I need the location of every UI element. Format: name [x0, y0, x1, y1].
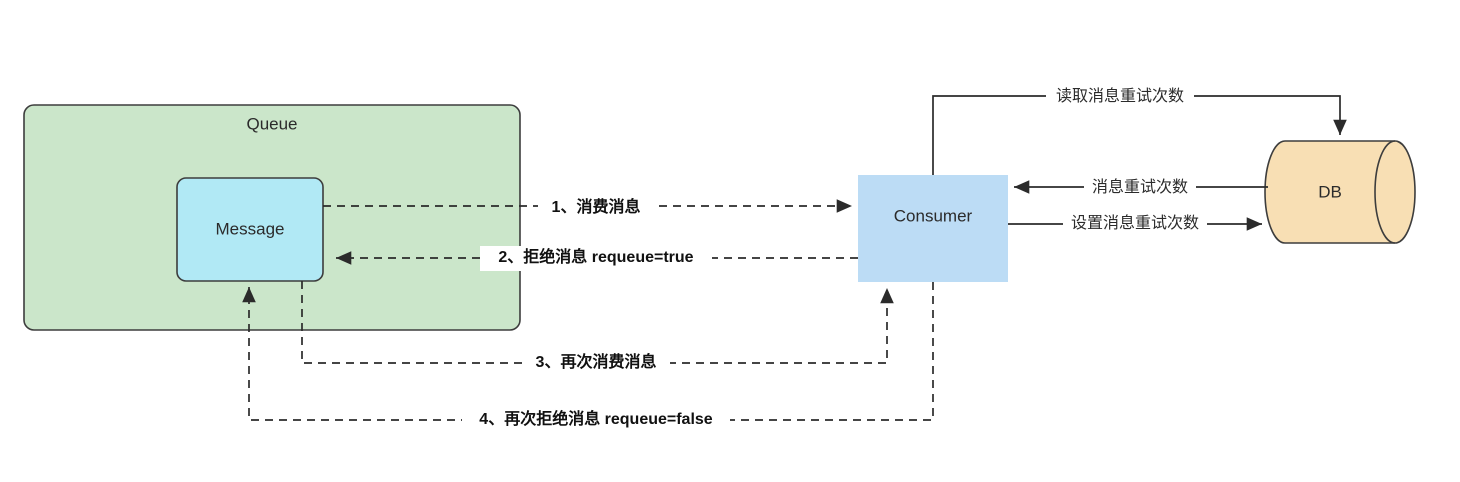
consumer-label: Consumer: [894, 206, 973, 225]
message-box[interactable]: [176, 177, 324, 282]
edge-reject-requeue-true-label: 2、拒绝消息 requeue=true: [498, 247, 693, 266]
message-label: Message: [216, 219, 285, 238]
edge-reject-requeue-false-label-bg: [462, 408, 730, 433]
node-consumer[interactable]: Consumer: [858, 175, 1008, 282]
edge-set-retry-count-label: 设置消息重试次数: [1071, 214, 1199, 232]
edge-reject-requeue-false-label: 4、再次拒绝消息 requeue=false: [479, 409, 713, 428]
db-cylinder-cap: [1374, 140, 1396, 244]
edge-consume-message-again-label: 3、再次消费消息: [536, 352, 657, 371]
edge-consume-message-again-line: [301, 281, 894, 364]
edge-read-retry-count[interactable]: 读取消息重试次数: [932, 85, 1347, 175]
edge-set-retry-count[interactable]: 设置消息重试次数: [1008, 212, 1262, 236]
edge-retry-count[interactable]: 消息重试次数: [1014, 176, 1268, 200]
edge-reject-requeue-false[interactable]: 4、再次拒绝消息 requeue=false: [242, 282, 934, 433]
edge-consume-message-label: 1、消费消息: [552, 197, 641, 216]
edge-retry-count-label: 消息重试次数: [1092, 178, 1188, 196]
edge-read-retry-count-label: 读取消息重试次数: [1056, 87, 1184, 105]
edge-read-retry-count-label-bg: [1046, 85, 1194, 109]
edge-consume-message-again-label-bg: [522, 351, 670, 376]
db-label: DB: [1318, 182, 1342, 201]
edge-reject-requeue-true-label-bg: [480, 246, 712, 271]
node-message[interactable]: Message: [176, 177, 324, 282]
queue-label: Queue: [246, 114, 297, 133]
edge-retry-count-label-bg: [1084, 176, 1196, 200]
node-db[interactable]: DB: [1264, 140, 1416, 244]
edge-set-retry-count-label-bg: [1063, 212, 1207, 236]
edge-consume-message-label-bg: [538, 196, 654, 220]
edge-reject-requeue-true[interactable]: 2、拒绝消息 requeue=true: [336, 246, 858, 271]
edge-consume-message[interactable]: 1、消费消息: [323, 196, 852, 220]
consumer-box[interactable]: [858, 175, 1008, 282]
edge-consume-message-again[interactable]: 3、再次消费消息: [301, 281, 894, 376]
